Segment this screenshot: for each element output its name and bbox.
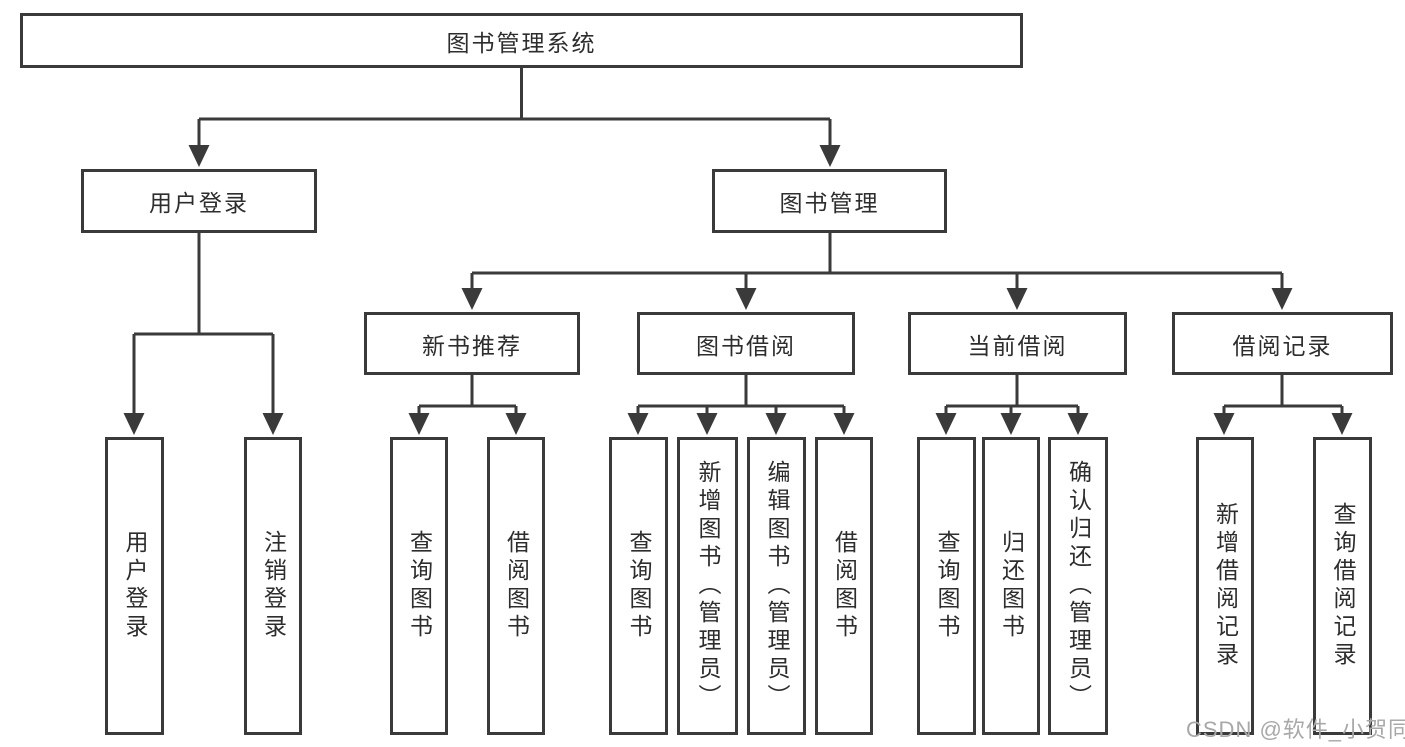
node-current-borrowing: 当前借阅 <box>908 312 1127 375</box>
leaf-add-borrow-record: 新增借阅记录 <box>1196 437 1254 735</box>
node-book-borrowing: 图书借阅 <box>637 312 855 375</box>
leaf-return-book-label: 归还图书 <box>998 530 1025 642</box>
leaf-add-book-admin: 新增图书（管理员） <box>677 437 738 735</box>
leaf-borrowing-query-book-label: 查询图书 <box>626 530 652 642</box>
leaf-current-query-book: 查询图书 <box>917 437 976 735</box>
leaf-add-book-admin-label: 新增图书（管理员） <box>695 460 721 712</box>
leaf-recommend-borrow-book-label: 借阅图书 <box>503 530 530 642</box>
leaf-query-borrow-record-label: 查询借阅记录 <box>1330 502 1356 670</box>
node-new-book-recommend: 新书推荐 <box>364 312 580 375</box>
leaf-confirm-return-admin-label: 确认归还（管理员） <box>1065 460 1092 712</box>
leaf-borrowing-borrow-book-label: 借阅图书 <box>831 530 858 642</box>
leaf-return-book: 归还图书 <box>982 437 1040 735</box>
leaf-user-login-label: 用户登录 <box>122 530 148 642</box>
node-book-borrowing-label: 图书借阅 <box>696 332 796 359</box>
node-borrowing-records-label: 借阅记录 <box>1232 332 1333 359</box>
arrowhead-icons <box>123 145 1353 435</box>
leaf-current-query-book-label: 查询图书 <box>934 530 960 642</box>
node-root: 图书管理系统 <box>20 13 1023 68</box>
node-root-label: 图书管理系统 <box>446 29 597 56</box>
leaf-edit-book-admin: 编辑图书（管理员） <box>747 437 806 735</box>
leaf-edit-book-admin-label: 编辑图书（管理员） <box>764 460 790 712</box>
node-user-login: 用户登录 <box>81 169 317 233</box>
leaf-logout: 注销登录 <box>244 437 302 735</box>
leaf-borrowing-query-book: 查询图书 <box>609 437 668 735</box>
node-current-borrowing-label: 当前借阅 <box>967 332 1068 359</box>
node-new-book-recommend-label: 新书推荐 <box>422 332 522 359</box>
leaf-confirm-return-admin: 确认归还（管理员） <box>1048 437 1108 735</box>
leaf-recommend-borrow-book: 借阅图书 <box>487 437 545 735</box>
leaf-query-borrow-record: 查询借阅记录 <box>1313 437 1372 735</box>
leaf-borrowing-borrow-book: 借阅图书 <box>815 437 873 735</box>
node-borrowing-records: 借阅记录 <box>1172 312 1393 375</box>
node-book-management: 图书管理 <box>712 169 947 233</box>
leaf-add-borrow-record-label: 新增借阅记录 <box>1212 502 1239 670</box>
leaf-logout-label: 注销登录 <box>260 530 287 642</box>
leaf-recommend-query-book: 查询图书 <box>390 437 448 735</box>
node-book-management-label: 图书管理 <box>779 190 880 216</box>
leaf-user-login: 用户登录 <box>105 437 164 735</box>
node-user-login-label: 用户登录 <box>149 190 249 216</box>
leaf-recommend-query-book-label: 查询图书 <box>406 530 433 642</box>
